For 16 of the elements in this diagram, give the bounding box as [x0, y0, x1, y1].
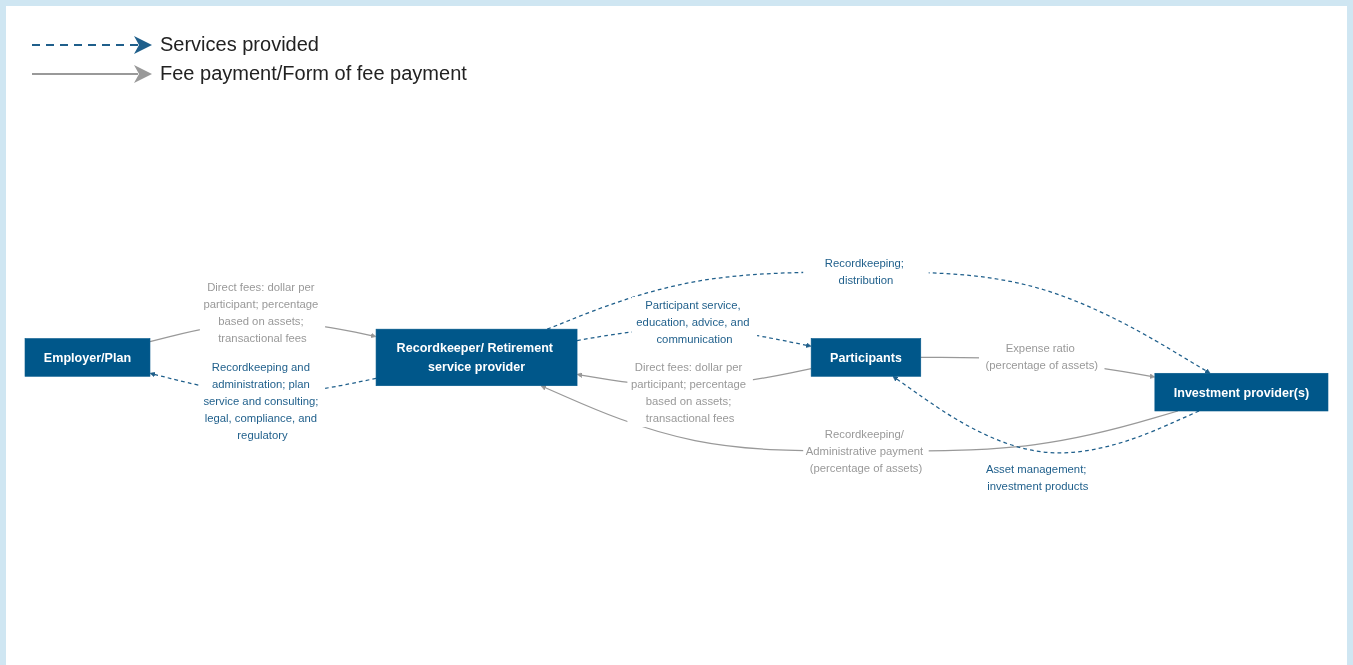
edge-label: Participant service, education, advice, and communication [636, 298, 750, 346]
arrow [892, 376, 1200, 454]
legend-text: Services provided [160, 33, 319, 56]
node-box: Employer/Plan [24, 338, 151, 377]
legend-text: Fee payment/Form of fee payment [160, 62, 467, 85]
edge-label: Recordkeeping; distribution [824, 256, 904, 287]
edge-label: Direct fees: dollar per participant; percentage based on assets; transactional fees [203, 281, 319, 345]
edge-label: Recordkeeping/ Administrative payment (percentage of assets) [805, 427, 924, 475]
node-box: Participants [810, 338, 922, 377]
arrow [546, 271, 1211, 374]
edge-label: Expense ratio (percentage of assets) [985, 342, 1099, 372]
edge-label: Direct fees: dollar per participant; percentage based on assets; transactional fees [631, 361, 747, 425]
edge-label: Recordkeeping and administration; plan service and consulting; legal, compliance, and regulatory [203, 361, 319, 442]
node-box: Investment provider(s) [1154, 373, 1329, 412]
edge-label: Asset management; investment products [985, 462, 1089, 493]
node-box: Recordkeeper/ Retirement service provider [375, 328, 578, 386]
